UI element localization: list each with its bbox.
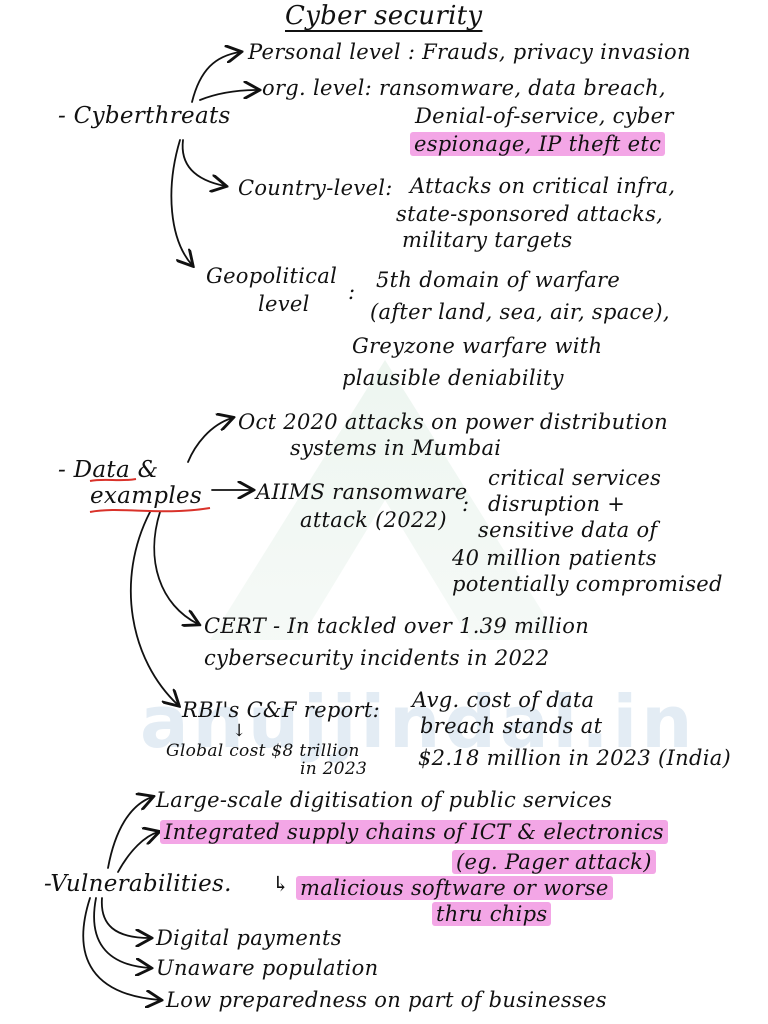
- geopolitical-colon: :: [348, 280, 356, 304]
- aiims-colon: :: [462, 492, 470, 516]
- country-level-line-1: Attacks on critical infra,: [410, 174, 676, 198]
- oct-2020-line-1: Oct 2020 attacks on power distribution: [238, 410, 668, 434]
- arrow-to-personal: [191, 52, 240, 103]
- arrow-to-oct: [187, 418, 232, 463]
- cert-in-line-2: cybersecurity incidents in 2022: [204, 646, 550, 670]
- geopolitical-line-2: (after land, sea, air, space),: [370, 300, 670, 324]
- personal-level-text: Personal level : Frauds, privacy invasio…: [248, 40, 691, 64]
- rbi-result-3: $2.18 million in 2023 (India): [418, 746, 732, 770]
- red-underline-data: [89, 478, 137, 482]
- aiims-result-1: critical services: [488, 466, 662, 490]
- vulnerability-low-preparedness: Low preparedness on part of businesses: [166, 988, 607, 1012]
- rbi-result-2: breach stands at: [420, 714, 603, 738]
- rbi-result-1: Avg. cost of data: [412, 688, 595, 712]
- arrow-to-v7: [93, 897, 150, 968]
- malicious-software-line-1: malicious software or worse: [296, 876, 613, 900]
- org-level-line-3: espionage, IP theft etc: [410, 132, 666, 156]
- oct-2020-line-2: systems in Mumbai: [290, 436, 502, 460]
- cyberthreats-heading: - Cyberthreats: [58, 103, 231, 129]
- malicious-software-highlight: malicious software or worse: [296, 876, 613, 900]
- country-level-line-2: state-sponsored attacks,: [396, 202, 664, 226]
- org-level-highlight: espionage, IP theft etc: [410, 132, 666, 156]
- arrow-to-v2: [117, 832, 158, 873]
- logo-triangle-shape: [210, 360, 560, 640]
- country-level-line-3: military targets: [402, 228, 573, 252]
- page-title: Cyber security: [285, 1, 483, 31]
- vulnerability-supply-chain: Integrated supply chains of ICT & electr…: [160, 820, 668, 844]
- geopolitical-label-2: level: [258, 292, 310, 316]
- aiims-result-4: 40 million patients: [452, 546, 658, 570]
- thru-chips-highlight: thru chips: [432, 902, 552, 926]
- arrow-to-v8: [82, 897, 160, 1000]
- country-level-label: Country-level:: [238, 176, 393, 200]
- cert-in-line-1: CERT - In tackled over 1.39 million: [204, 614, 590, 638]
- rbi-report-label: RBI's C&F report:: [182, 698, 380, 722]
- aiims-result-2: disruption +: [488, 492, 626, 516]
- vulnerability-digital-payments: Digital payments: [156, 926, 342, 950]
- arrow-to-org: [199, 90, 258, 101]
- aiims-line-1: AIIMS ransomware: [256, 480, 468, 504]
- geopolitical-line-1: 5th domain of warfare: [376, 268, 621, 292]
- arrow-to-geo: [170, 139, 192, 265]
- arrow-to-cert: [153, 511, 198, 624]
- data-examples-heading-1: - Data &: [58, 457, 159, 483]
- org-level-line-1: org. level: ransomware, data breach,: [262, 76, 666, 100]
- aiims-result-5: potentially compromised: [452, 572, 723, 596]
- geopolitical-line-3: Greyzone warfare with: [352, 334, 603, 358]
- pager-attack-example: (eg. Pager attack): [452, 850, 656, 874]
- global-cost-line-2: in 2023: [300, 759, 368, 779]
- vulnerability-supply-chain-highlight: Integrated supply chains of ICT & electr…: [160, 820, 668, 844]
- pager-attack-highlight: (eg. Pager attack): [452, 850, 656, 874]
- geopolitical-label-1: Geopolitical: [206, 264, 338, 288]
- aiims-result-3: sensitive data of: [478, 518, 658, 542]
- vulnerability-unaware-population: Unaware population: [156, 956, 379, 980]
- arrow-to-v6: [101, 897, 150, 938]
- geopolitical-line-4: plausible deniability: [342, 366, 564, 390]
- down-arrow-glyph: ↓: [232, 721, 247, 741]
- vulnerabilities-heading: -Vulnerabilities.: [44, 871, 232, 897]
- sub-arrow-glyph: ↳: [272, 872, 290, 896]
- red-underline: [89, 507, 211, 513]
- arrow-to-rbi: [130, 511, 178, 705]
- aiims-line-2: attack (2022): [300, 508, 447, 532]
- malicious-software-line-2: thru chips: [432, 902, 552, 926]
- org-level-line-2: Denial-of-service, cyber: [415, 104, 674, 128]
- watermark-text: anujjindal.in: [140, 680, 697, 764]
- arrow-to-v1: [107, 797, 152, 869]
- arrow-to-country: [181, 139, 225, 186]
- vulnerability-digitisation: Large-scale digitisation of public servi…: [156, 788, 613, 812]
- global-cost-line-1: Global cost $8 trillion: [166, 741, 360, 761]
- data-examples-heading-2: examples: [90, 483, 202, 509]
